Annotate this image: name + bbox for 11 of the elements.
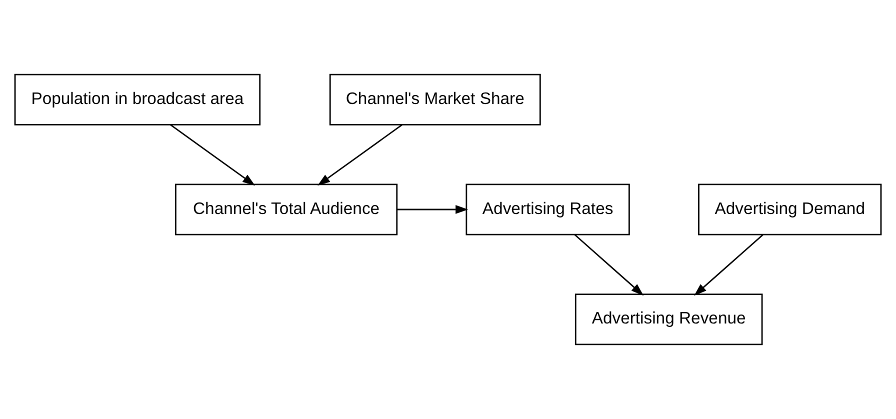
arrow: [397, 205, 468, 214]
node-box: Advertising Rates: [466, 184, 630, 236]
arrow: [170, 124, 256, 186]
node-box: Population in broadcast area: [14, 74, 261, 126]
arrow: [318, 124, 402, 186]
arrow: [574, 234, 644, 296]
arrow: [694, 234, 764, 296]
node-box: Channel's Total Audience: [175, 184, 398, 236]
node-box: Channel's Market Share: [329, 74, 541, 126]
node-box: Advertising Revenue: [574, 294, 763, 346]
node-box: Advertising Demand: [698, 184, 882, 236]
